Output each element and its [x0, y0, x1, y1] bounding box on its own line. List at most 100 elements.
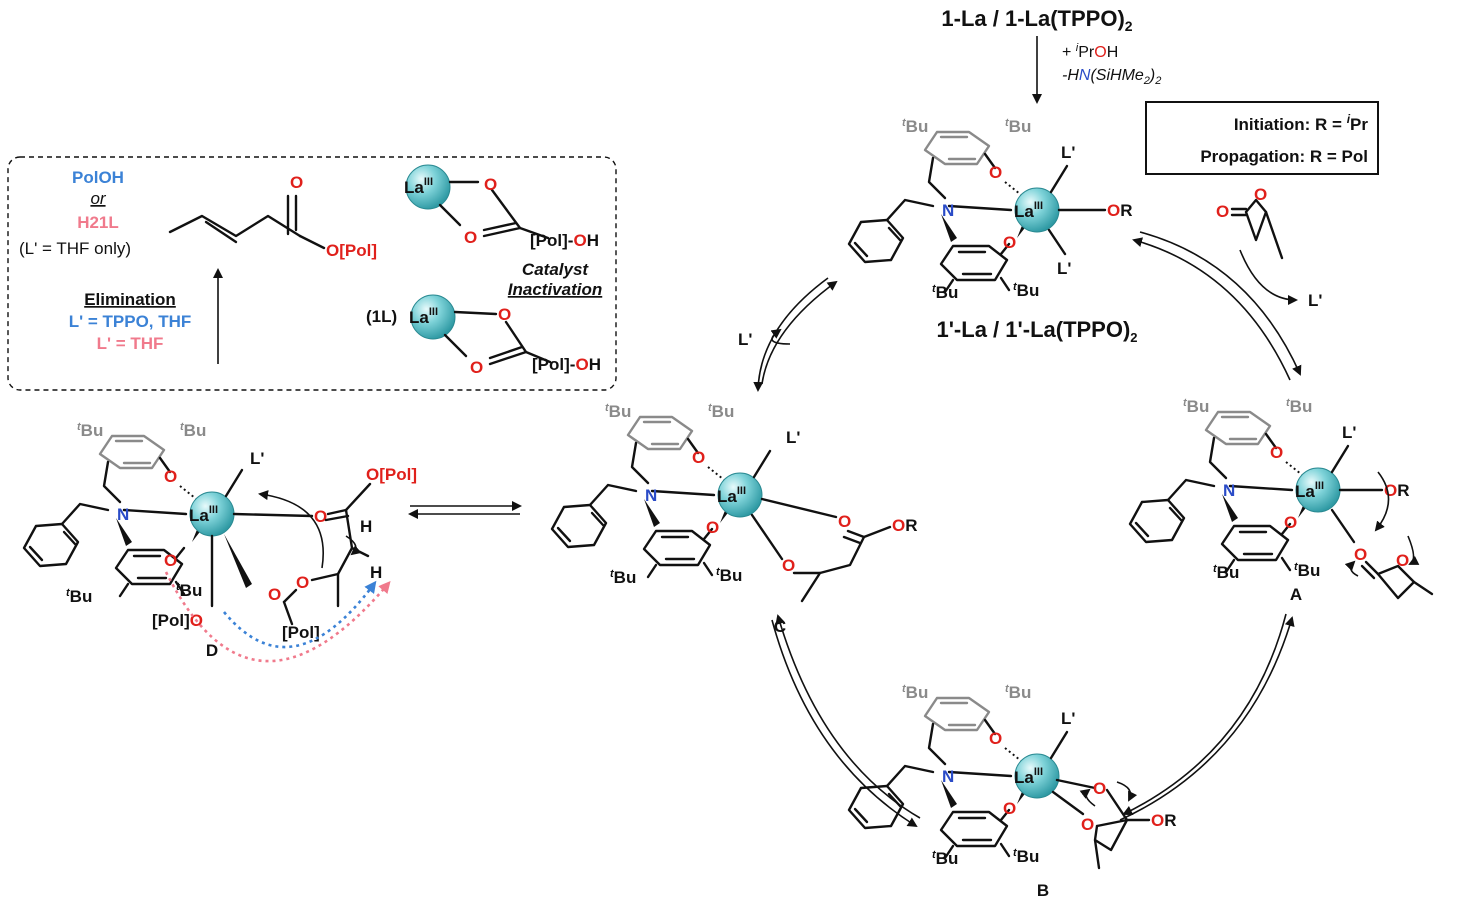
aro-1: O	[989, 163, 1002, 182]
svg-text:O: O	[1354, 545, 1367, 564]
svg-text:O: O	[296, 573, 309, 592]
elimination-blue: L' = TPPO, THF	[69, 312, 192, 331]
complex-1prime: tBu tBu O N O tBu tBu LaIII L' OR L'	[847, 117, 1133, 302]
svg-text:tBu: tBu	[1294, 561, 1320, 580]
svg-text:N: N	[117, 505, 129, 524]
svg-text:LaIII: LaIII	[1295, 480, 1324, 501]
complex-A: tBu tBu O N O tBu tBu LaIII L' OR O O	[1128, 397, 1434, 600]
la-label: LaIII	[404, 176, 433, 197]
svg-text:O: O	[1270, 443, 1283, 462]
lprime-loss-arrow	[1239, 249, 1298, 305]
svg-text:O: O	[692, 448, 705, 467]
svg-text:L': L'	[1057, 259, 1071, 278]
o-top-2: O	[498, 305, 511, 324]
pol-oh-1: [Pol]-OH	[530, 231, 599, 250]
equilibrium-arrows	[408, 231, 1302, 828]
svg-text:O: O	[989, 729, 1002, 748]
polOH-label: PolOH	[72, 168, 124, 187]
complex-B: tBu tBu O N O tBu tBu LaIII L' O O OR	[847, 683, 1177, 870]
svg-text:O: O	[838, 512, 851, 531]
legend-initiation: Initiation: R = iPr	[1234, 112, 1369, 134]
svg-text:tBu: tBu	[1005, 683, 1031, 702]
elimination-pink: L' = THF	[97, 334, 164, 353]
svg-text:tBu: tBu	[605, 402, 631, 421]
svg-text:L': L'	[1061, 709, 1075, 728]
initiation-header: 1-La / 1-La(TPPO)2 + iPrOH -HN(SiHMe2)2	[941, 6, 1161, 104]
pol-oh-2: [Pol]-OH	[532, 355, 601, 374]
svg-text:tBu: tBu	[932, 849, 958, 868]
complex-D: tBu tBu O N O tBu tBu LaIII L' O O[Pol] …	[22, 421, 417, 663]
inactivation-line1: Catalyst	[522, 260, 589, 279]
reagent-add: + iPrOH	[1062, 42, 1118, 61]
svg-text:tBu: tBu	[610, 568, 636, 587]
ester-carbonyl-o: O	[290, 173, 303, 192]
ligand-1L: (1L)	[366, 307, 397, 326]
inset-box: PolOH or H21L (L' = THF only) Eliminatio…	[7, 156, 617, 391]
svg-text:OR: OR	[1384, 481, 1410, 500]
svg-text:tBu: tBu	[708, 402, 734, 421]
svg-text:tBu: tBu	[902, 683, 928, 702]
svg-text:L': L'	[738, 330, 752, 349]
la-label-2: LaIII	[409, 306, 438, 327]
la-center: LaIII	[1014, 200, 1043, 221]
svg-text:[Pol]: [Pol]	[282, 623, 320, 642]
h2l-label: H21L	[77, 213, 119, 232]
crotonate-ester: O O[Pol]	[168, 173, 377, 260]
inactivated-carboxylate-2: (1L) LaIII O O [Pol]-OH	[366, 294, 601, 377]
label-B: B	[1037, 881, 1049, 900]
svg-text:LaIII: LaIII	[1014, 766, 1043, 787]
svg-text:O: O	[268, 585, 281, 604]
o-bottom: O	[464, 228, 477, 247]
amine-n: N	[942, 201, 954, 220]
legend-box: Initiation: R = iPr Propagation: R = Pol	[1145, 101, 1379, 175]
o-bottom-2: O	[470, 358, 483, 377]
svg-text:O: O	[1216, 202, 1229, 221]
thf-only-label: (L' = THF only)	[19, 239, 131, 258]
tbu-2: tBu	[1005, 117, 1031, 136]
svg-text:L': L'	[786, 428, 800, 447]
svg-text:O: O	[1254, 185, 1267, 204]
reagent-loss: -HN(SiHMe2)2	[1062, 67, 1161, 87]
svg-text:O: O	[782, 556, 795, 575]
svg-text:tBu: tBu	[77, 421, 103, 440]
svg-text:tBu: tBu	[1183, 397, 1209, 416]
aro-2: O	[1003, 233, 1016, 252]
svg-text:tBu: tBu	[932, 283, 958, 302]
opol-d: O[Pol]	[366, 465, 417, 484]
svg-text:O: O	[706, 518, 719, 537]
inactivation-line2: Inactivation	[508, 280, 602, 299]
svg-text:O: O	[314, 507, 327, 526]
svg-text:tBu: tBu	[180, 421, 206, 440]
svg-text:L': L'	[1308, 291, 1322, 310]
svg-text:N: N	[645, 486, 657, 505]
svg-text:O: O	[1284, 513, 1297, 532]
tbu-1: tBu	[902, 117, 928, 136]
ester-o-label: O[Pol]	[326, 241, 377, 260]
svg-text:tBu: tBu	[1013, 281, 1039, 300]
or-group: OR	[1107, 201, 1133, 220]
svg-text:tBu: tBu	[716, 566, 742, 585]
complex-1prime-label: 1'-La / 1'-La(TPPO)2	[936, 317, 1137, 345]
label-A: A	[1290, 585, 1302, 604]
svg-text:O: O	[1093, 779, 1106, 798]
label-D: D	[206, 641, 218, 660]
svg-text:O: O	[164, 467, 177, 486]
complex-C: tBu tBu O N O tBu tBu LaIII L' O OR O	[550, 402, 918, 603]
bbl-monomer: O O	[1216, 185, 1284, 260]
svg-text:L': L'	[1061, 143, 1075, 162]
inactivated-carboxylate-1: LaIII O O [Pol]-OH	[404, 164, 599, 250]
svg-text:LaIII: LaIII	[717, 485, 746, 506]
svg-text:L': L'	[1342, 423, 1356, 442]
elimination-title: Elimination	[84, 290, 176, 309]
svg-text:O: O	[1003, 799, 1016, 818]
lprime-gain-arrow	[770, 328, 791, 345]
or-label: or	[90, 189, 106, 208]
svg-text:N: N	[942, 767, 954, 786]
svg-text:OR: OR	[892, 516, 918, 535]
svg-text:H: H	[360, 517, 372, 536]
svg-text:tBu: tBu	[1013, 847, 1039, 866]
svg-text:N: N	[1223, 481, 1235, 500]
svg-text:tBu: tBu	[176, 581, 202, 600]
o-top: O	[484, 175, 497, 194]
